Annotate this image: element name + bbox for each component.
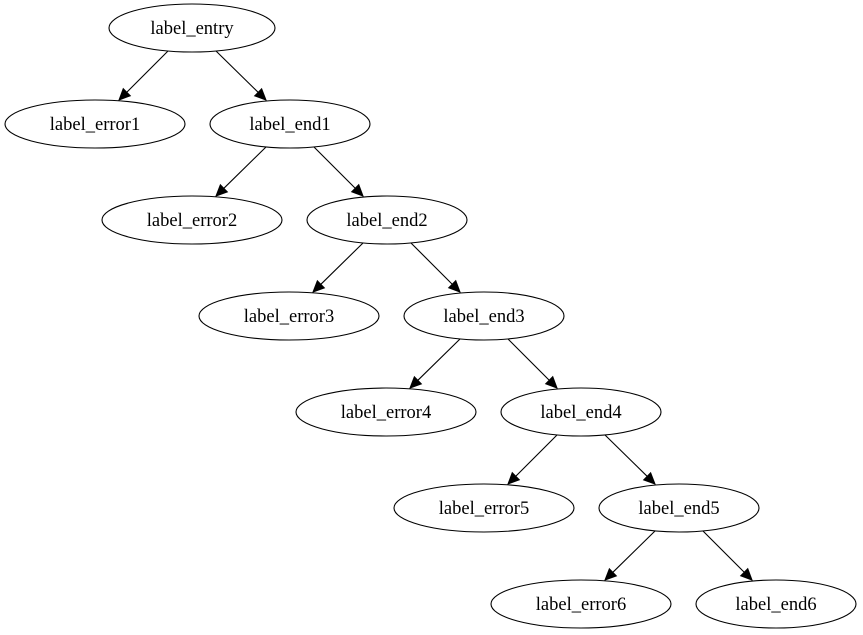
edge-entry-to-error1: [118, 50, 169, 101]
nodes-layer: label_entry label_error1 label_end1 label_e…: [4, 3, 857, 629]
node-label: label_end4: [540, 403, 621, 423]
node-end1: label_end1: [209, 99, 371, 149]
edge-line: [215, 50, 259, 93]
edge-line: [515, 434, 558, 477]
node-ellipse: [393, 483, 575, 533]
node-label: label_end6: [735, 595, 816, 615]
node-label: label_end2: [346, 211, 427, 231]
edge-line: [507, 338, 550, 381]
arrowhead-icon: [544, 375, 558, 389]
node-ellipse: [403, 291, 565, 341]
arrowhead-icon: [312, 279, 326, 293]
node-ellipse: [598, 483, 760, 533]
node-label: label_error2: [147, 211, 237, 231]
arrowhead-icon: [642, 471, 656, 485]
edges-layer: [118, 50, 753, 581]
node-ellipse: [4, 99, 186, 149]
node-ellipse: [695, 579, 857, 629]
arrowhead-icon: [604, 567, 618, 581]
edge-line: [612, 530, 656, 573]
node-ellipse: [198, 291, 380, 341]
arrowhead-icon: [739, 567, 753, 581]
node-ellipse: [209, 99, 371, 149]
arrowhead-icon: [118, 87, 132, 101]
arrowhead-icon: [350, 183, 364, 197]
edge-end2-to-end3: [410, 242, 461, 293]
edge-end2-to-error3: [312, 242, 364, 293]
arrowhead-icon: [253, 87, 267, 101]
node-ellipse: [490, 579, 672, 629]
edge-line: [417, 338, 461, 381]
node-label: label_error5: [439, 499, 529, 519]
arrowhead-icon: [215, 183, 229, 197]
node-ellipse: [500, 387, 662, 437]
node-label: label_end1: [249, 115, 330, 135]
node-error3: label_error3: [198, 291, 380, 341]
edge-line: [410, 242, 453, 285]
node-label: label_entry: [150, 19, 234, 39]
node-end3: label_end3: [403, 291, 565, 341]
arrowhead-icon: [409, 375, 423, 389]
node-end6: label_end6: [695, 579, 857, 629]
node-error6: label_error6: [490, 579, 672, 629]
node-error1: label_error1: [4, 99, 186, 149]
edge-end4-to-error5: [507, 434, 558, 485]
edge-end1-to-end2: [313, 146, 364, 197]
node-label: label_error1: [50, 115, 140, 135]
edge-line: [702, 530, 745, 573]
node-ellipse: [101, 195, 283, 245]
edge-line: [126, 50, 169, 93]
node-label: label_error3: [244, 307, 334, 327]
edge-line: [604, 434, 648, 477]
edge-end3-to-error4: [409, 338, 461, 389]
edge-end5-to-error6: [604, 530, 656, 581]
node-label: label_end5: [638, 499, 719, 519]
edge-line: [320, 242, 364, 285]
node-ellipse: [295, 387, 477, 437]
arrowhead-icon: [507, 471, 521, 485]
node-end2: label_end2: [306, 195, 468, 245]
node-end5: label_end5: [598, 483, 760, 533]
edge-end4-to-end5: [604, 434, 656, 485]
edge-entry-to-end1: [215, 50, 267, 101]
node-error4: label_error4: [295, 387, 477, 437]
edge-end3-to-end4: [507, 338, 558, 389]
edge-line: [313, 146, 356, 189]
edge-end1-to-error2: [215, 146, 267, 197]
node-entry: label_entry: [108, 3, 276, 53]
node-label: label_error4: [341, 403, 431, 423]
node-error5: label_error5: [393, 483, 575, 533]
edge-line: [223, 146, 267, 189]
node-error2: label_error2: [101, 195, 283, 245]
node-label: label_end3: [443, 307, 524, 327]
node-end4: label_end4: [500, 387, 662, 437]
arrowhead-icon: [447, 279, 461, 293]
edge-end5-to-end6: [702, 530, 753, 581]
node-ellipse: [306, 195, 468, 245]
node-ellipse: [108, 3, 276, 53]
node-label: label_error6: [536, 595, 626, 615]
